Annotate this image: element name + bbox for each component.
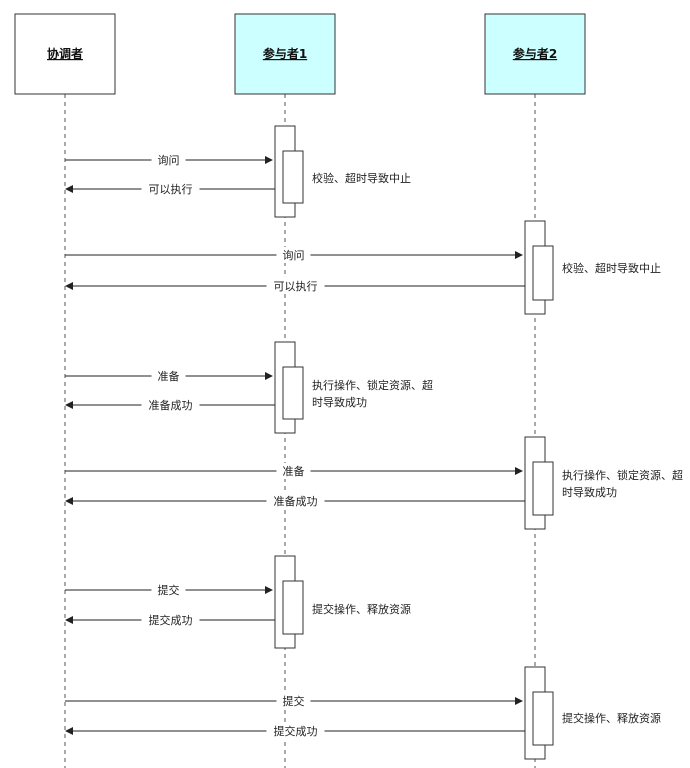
note-text: 执行操作、锁定资源、超: [312, 378, 433, 392]
participant-box: 参与者2: [484, 13, 586, 95]
participant-box: 协调者: [14, 13, 116, 95]
nested-activation-bar: [532, 461, 554, 516]
message-label: 询问: [283, 249, 305, 262]
message-label: 准备: [158, 369, 180, 383]
nested-activation-bar: [532, 245, 554, 301]
message-label: 提交: [283, 694, 305, 708]
nested-activation-bar: [282, 366, 304, 420]
message-label: 可以执行: [274, 279, 318, 293]
participant-label: 协调者: [47, 46, 83, 61]
note-text: 提交操作、释放资源: [562, 711, 661, 725]
note-text: 提交操作、释放资源: [312, 602, 411, 616]
note-text: 时导致成功: [562, 485, 617, 499]
message-label: 准备成功: [149, 398, 193, 412]
message-label: 准备: [283, 464, 305, 478]
nested-activation-bar: [532, 691, 554, 746]
message-label: 提交成功: [149, 613, 193, 627]
message-label: 提交成功: [274, 724, 318, 738]
participant-label: 参与者1: [263, 46, 307, 61]
participant-label: 参与者2: [513, 46, 557, 61]
nested-activation-bar: [282, 150, 304, 204]
note-text: 校验、超时导致中止: [312, 171, 411, 185]
message-label: 询问: [158, 154, 180, 167]
note-text: 执行操作、锁定资源、超: [562, 468, 683, 482]
note-text: 校验、超时导致中止: [562, 261, 661, 275]
nested-activation-bar: [282, 580, 304, 635]
note-text: 时导致成功: [312, 395, 367, 409]
message-label: 准备成功: [274, 494, 318, 508]
participant-box: 参与者1: [234, 13, 336, 95]
message-label: 可以执行: [149, 182, 193, 196]
message-label: 提交: [158, 583, 180, 597]
